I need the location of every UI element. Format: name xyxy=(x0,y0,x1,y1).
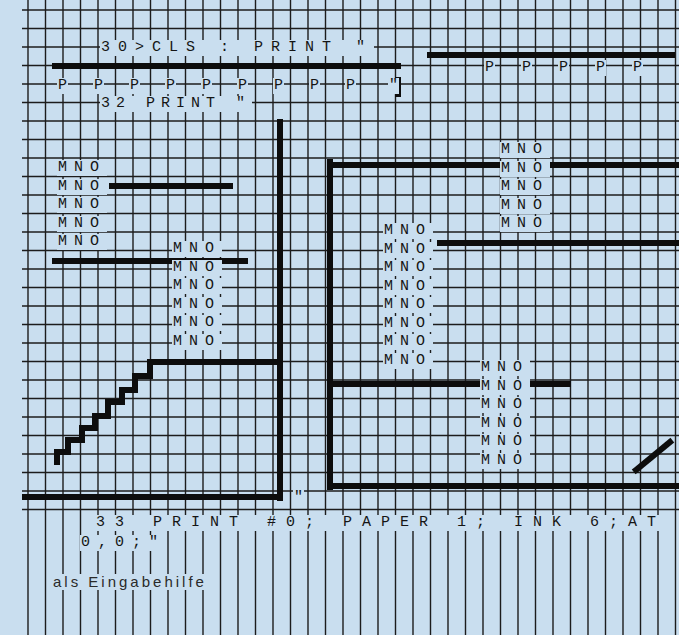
screen-chars: MNO xyxy=(172,278,222,294)
screen-chars: MNO xyxy=(383,242,433,258)
caption: als Eingabehilfe xyxy=(52,574,208,590)
screen-chars: MNO xyxy=(172,297,222,313)
screen-chars: MNO xyxy=(383,260,433,276)
program-line: 0,0;" xyxy=(80,535,167,551)
graphic-char: P xyxy=(521,60,532,76)
graphic-char: P xyxy=(558,60,569,76)
screen-chars: MNO xyxy=(480,360,530,376)
graphic-char: P xyxy=(237,78,248,94)
screen-chars: MNO xyxy=(500,142,550,158)
program-line: 30>CLS : PRINT " xyxy=(100,40,374,56)
screen-chars: MNO xyxy=(480,453,530,469)
graphic-char: P xyxy=(309,78,320,94)
program-line: 32 PRINT " xyxy=(100,96,252,112)
screen-chars: MNO xyxy=(57,179,107,195)
screen-chars: MNO xyxy=(383,334,433,350)
graphic-char: P xyxy=(345,78,356,94)
screen-chars: MNO xyxy=(480,434,530,450)
screen-chars: MNO xyxy=(172,241,222,257)
screen-chars: MNO xyxy=(172,315,222,331)
quote-mark: " xyxy=(293,490,304,506)
graphic-char: P xyxy=(93,78,104,94)
screen-chars: MNO xyxy=(500,216,550,232)
graphic-char: P xyxy=(129,78,140,94)
screen-chars: MNO xyxy=(383,353,433,369)
screen-chars: MNO xyxy=(57,160,107,176)
graphic-char: P xyxy=(595,60,606,76)
screen-chars: MNO xyxy=(383,316,433,332)
screen-chars: MNO xyxy=(480,416,530,432)
quote-mark: " xyxy=(388,78,399,94)
screen-chars: MNO xyxy=(172,260,222,276)
graphic-char: P xyxy=(165,78,176,94)
graphic-char: P xyxy=(57,78,68,94)
program-line: 33 PRINT #0; PAPER 1; INK 6;AT xyxy=(95,515,667,531)
screen-chars: MNO xyxy=(57,234,107,250)
graphic-char: P xyxy=(201,78,212,94)
screen-chars: MNO xyxy=(383,223,433,239)
screen-chars: MNO xyxy=(480,397,530,413)
screen-chars: MNO xyxy=(500,198,550,214)
screen-chars: MNO xyxy=(57,197,107,213)
screen-chars: MNO xyxy=(383,297,433,313)
screen-chars: MNO xyxy=(57,216,107,232)
graphic-char: P xyxy=(632,60,643,76)
graphic-char: P xyxy=(484,60,495,76)
screen-chars: MNO xyxy=(383,279,433,295)
screen-chars: MNO xyxy=(500,179,550,195)
screen-chars: MNO xyxy=(500,161,550,177)
screen-chars: MNO xyxy=(480,379,530,395)
screen-chars: MNO xyxy=(172,334,222,350)
graphic-char: P xyxy=(273,78,284,94)
